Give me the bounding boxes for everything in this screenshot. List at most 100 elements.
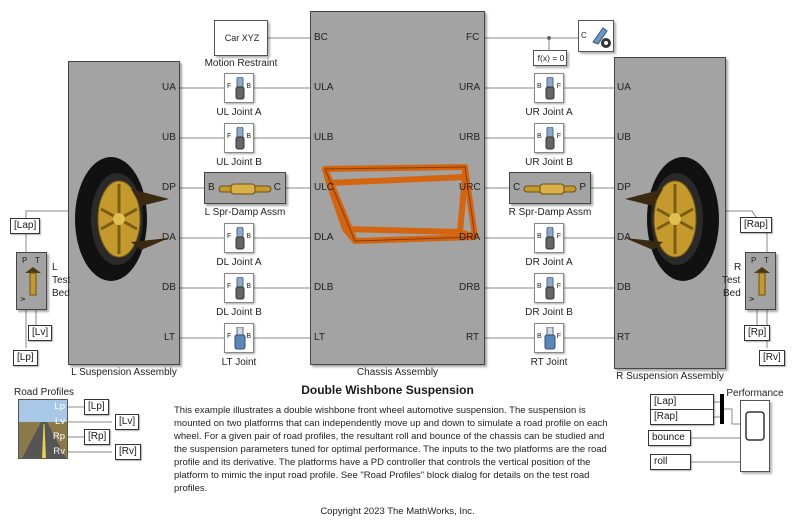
chassis-port-dra: DRA xyxy=(459,232,481,243)
solver-config-block[interactable]: f(x) = 0 xyxy=(533,50,567,66)
road-goto-lp[interactable]: [Lp] xyxy=(84,399,109,415)
rsusp-port-rt: RT xyxy=(617,332,631,343)
ul-joint-b-port-b: B xyxy=(246,133,251,140)
road-port-rp: Rp xyxy=(52,431,65,442)
test-bed-icon xyxy=(754,267,770,296)
perf-from-rap[interactable]: [Rap] xyxy=(650,409,714,425)
rt-joint-port-f: F xyxy=(556,333,561,340)
dl-joint-a-block[interactable]: F B xyxy=(224,223,254,253)
lspr-port-c: C xyxy=(273,182,281,193)
l-goto-lap[interactable]: [Lap] xyxy=(10,218,41,234)
lspr-label: L Spr-Damp Assm xyxy=(204,207,286,218)
rsusp-port-ub: UB xyxy=(617,132,631,143)
ul-joint-a-block[interactable]: F B xyxy=(224,73,254,103)
dr-joint-a-label: DR Joint A xyxy=(525,257,573,268)
dr-joint-b-port-f: F xyxy=(556,283,561,290)
dr-joint-b-label: DR Joint B xyxy=(525,307,573,318)
r-test-bed-block[interactable]: v P T xyxy=(745,252,776,310)
performance-scope-block[interactable] xyxy=(740,400,770,472)
right-wheel-icon xyxy=(625,157,719,281)
lsusp-port-ua: UA xyxy=(162,82,176,93)
road-goto-rv[interactable]: [Rv] xyxy=(115,444,141,460)
mechanism-config-block[interactable]: C xyxy=(578,20,614,52)
road-profiles-block[interactable]: Lp Lv Rp Rv xyxy=(18,399,68,459)
motion-restraint-block[interactable]: Car XYZ xyxy=(214,20,268,56)
dl-joint-b-label: DL Joint B xyxy=(216,307,262,318)
r-spr-damp-block[interactable]: C P xyxy=(509,172,591,204)
gear-icon xyxy=(592,27,611,48)
ltest-label-1: L xyxy=(52,262,58,273)
l-spr-damp-block[interactable]: B C xyxy=(204,172,286,204)
diagram-title: Double Wishbone Suspension xyxy=(301,383,474,397)
dl-joint-a-port-b: B xyxy=(246,233,251,240)
chassis-assembly-block[interactable] xyxy=(310,11,485,365)
dr-joint-a-port-f: F xyxy=(556,233,561,240)
road-port-lv: Lv xyxy=(54,416,65,427)
perf-from-roll[interactable]: roll xyxy=(650,454,691,470)
ul-joint-b-label: UL Joint B xyxy=(216,157,262,168)
rspr-port-c: C xyxy=(513,182,521,193)
ul-joint-a-port-f: F xyxy=(227,83,232,90)
cylindrical-joint-icon xyxy=(544,327,556,350)
dr-joint-a-block[interactable]: B F xyxy=(534,223,564,253)
r-goto-rap[interactable]: [Rap] xyxy=(740,217,772,233)
dr-joint-b-port-b: B xyxy=(537,283,542,290)
ul-joint-b-block[interactable]: F B xyxy=(224,123,254,153)
test-bed-icon xyxy=(25,267,41,296)
dr-joint-b-block[interactable]: B F xyxy=(534,273,564,303)
performance-label: Performance xyxy=(726,388,784,399)
left-wheel-icon xyxy=(75,157,169,281)
chassis-port-bc: BC xyxy=(314,32,328,43)
rsusp-port-dp: DP xyxy=(617,182,631,193)
revolute-joint-icon xyxy=(545,77,555,100)
lsusp-label: L Suspension Assembly xyxy=(71,367,177,378)
r-suspension-assembly-block[interactable] xyxy=(614,57,726,369)
dl-joint-a-label: DL Joint A xyxy=(216,257,262,268)
chassis-port-urc: URC xyxy=(459,182,481,193)
l-from-lp[interactable]: [Lp] xyxy=(13,350,38,366)
r-from-rp[interactable]: [Rp] xyxy=(744,325,771,341)
ul-joint-a-port-b: B xyxy=(246,83,251,90)
revolute-joint-icon xyxy=(545,227,555,250)
chassis-port-ulc: ULC xyxy=(314,182,335,193)
revolute-joint-icon xyxy=(545,127,555,150)
perf-from-bounce[interactable]: bounce xyxy=(648,430,691,446)
lsusp-port-dp: DP xyxy=(162,182,176,193)
rtest-port-t: T xyxy=(764,256,769,265)
revolute-joint-icon xyxy=(235,277,245,300)
rtest-label-3: Bed xyxy=(723,288,741,299)
l-suspension-assembly-block[interactable] xyxy=(68,61,180,365)
l-from-lv[interactable]: [Lv] xyxy=(28,325,53,341)
rt-joint-block[interactable]: B F xyxy=(534,323,564,353)
rspr-port-p: P xyxy=(579,182,586,193)
motion-restraint-label: Motion Restraint xyxy=(204,58,278,69)
chassis-port-ura: URA xyxy=(459,82,481,93)
chassis-port-fc: FC xyxy=(466,32,480,43)
ur-joint-b-block[interactable]: B F xyxy=(534,123,564,153)
dr-joint-a-port-b: B xyxy=(537,233,542,240)
fx-text: f(x) = 0 xyxy=(537,53,565,63)
chassis-port-ula: ULA xyxy=(314,82,334,93)
lspr-port-b: B xyxy=(208,182,215,193)
ur-joint-a-port-f: F xyxy=(556,83,561,90)
lt-joint-block[interactable]: F B xyxy=(224,323,254,353)
rsusp-label: R Suspension Assembly xyxy=(616,371,724,382)
ur-joint-b-port-b: B xyxy=(537,133,542,140)
ur-joint-a-port-b: B xyxy=(537,83,542,90)
ur-joint-a-block[interactable]: B F xyxy=(534,73,564,103)
road-goto-lv[interactable]: [Lv] xyxy=(115,414,140,430)
ltest-label-2: Test xyxy=(52,275,71,286)
l-test-bed-block[interactable]: v P T xyxy=(16,252,47,310)
rtest-label-2: Test xyxy=(722,275,741,286)
dl-joint-b-block[interactable]: F B xyxy=(224,273,254,303)
road-profiles-label: Road Profiles xyxy=(14,387,75,398)
ltest-label-3: Bed xyxy=(52,288,70,299)
chassis-port-lt: LT xyxy=(314,332,325,343)
ltest-port-p: P xyxy=(22,256,28,265)
road-goto-rp[interactable]: [Rp] xyxy=(84,429,111,445)
mux-block[interactable] xyxy=(720,394,724,424)
lsusp-port-db: DB xyxy=(162,282,176,293)
r-from-rv[interactable]: [Rv] xyxy=(759,350,785,366)
lsusp-port-da: DA xyxy=(162,232,176,243)
perf-from-lap[interactable]: [Lap] xyxy=(650,394,714,410)
